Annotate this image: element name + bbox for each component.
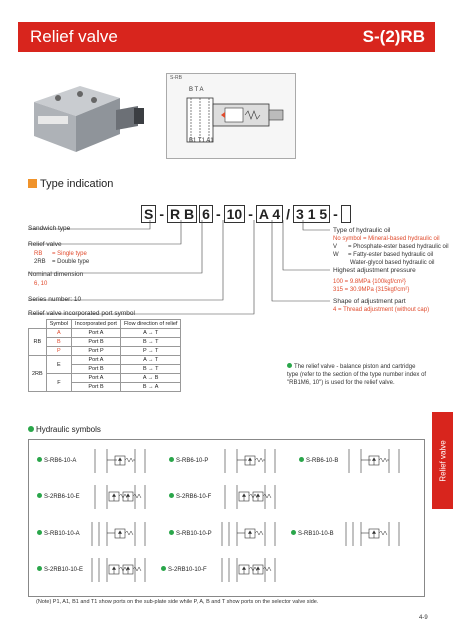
schematic-drawing bbox=[186, 97, 284, 143]
footnote: (Note) P1, A1, B1 and T1 show ports on t… bbox=[36, 599, 319, 605]
hydraulic-symbol-drawing bbox=[341, 446, 411, 476]
label-incorporated: Relief valve incorporated port symbol bbox=[28, 310, 135, 317]
code-315: 3 1 5 bbox=[293, 205, 331, 223]
type-indication-heading: Type indication bbox=[28, 178, 113, 190]
header-code: S-(2)RB bbox=[362, 27, 425, 46]
schematic-top-ports: B T A bbox=[189, 87, 204, 93]
label-2rb: 2RB bbox=[34, 259, 46, 265]
heading-square-icon bbox=[28, 179, 37, 188]
label-series: Series number: 10 bbox=[28, 296, 82, 303]
hydraulic-symbol-drawing bbox=[217, 446, 287, 476]
hyd-label: S-RB6-10-B bbox=[299, 457, 338, 464]
hydraulic-symbol-drawing bbox=[341, 519, 411, 549]
hyd-label: S-2RB10-10-E bbox=[37, 566, 83, 573]
hyd-label: S-RB10-10-A bbox=[37, 530, 80, 537]
hydraulic-symbol-drawing bbox=[87, 482, 157, 512]
hydraulic-heading: Hydraulic symbols bbox=[28, 425, 101, 434]
side-tab: Relief valve bbox=[432, 412, 453, 509]
hyd-label: S-2RB6-10-E bbox=[37, 493, 80, 500]
valve-photo bbox=[34, 86, 144, 152]
hyd-label: S-2RB10-10-F bbox=[161, 566, 207, 573]
label-p315: 315 = 30.9MPa {315kgf/cm²} bbox=[333, 287, 410, 293]
label-shape: Shape of adjustment part bbox=[333, 298, 406, 305]
hyd-label: S-RB6-10-A bbox=[37, 457, 76, 464]
schematic-bottom-ports: B1 T1 A1 bbox=[189, 138, 214, 144]
label-nominal-vals: 6, 10 bbox=[34, 281, 48, 287]
hydraulic-symbol-drawing bbox=[87, 446, 157, 476]
code-fluid bbox=[340, 205, 351, 223]
label-pressure: Highest adjustment pressure bbox=[333, 267, 416, 274]
hydraulic-symbol-drawing bbox=[217, 482, 287, 512]
relief-note: The relief valve - balance piston and ca… bbox=[287, 363, 427, 386]
label-rb: RB bbox=[34, 251, 43, 257]
hydraulic-symbol-drawing bbox=[217, 519, 287, 549]
hyd-label: S-RB10-10-B bbox=[291, 530, 334, 537]
hyd-label: S-2RB6-10-F bbox=[169, 493, 211, 500]
label-fluid-none: No symbol = Mineral-based hydraulic oil bbox=[333, 236, 440, 242]
hydraulic-symbol-drawing bbox=[87, 519, 157, 549]
sectional-schematic: S-RB B T A B1 T1 A1 bbox=[166, 73, 296, 159]
hydraulic-symbols-frame: S-RB6-10-A S-RB6-10-P S-RB6-10-B S-2RB6-… bbox=[28, 439, 425, 597]
page-number: 4-9 bbox=[419, 615, 428, 621]
label-fluid-w-desc: = Fatty-ester based hydraulic oil bbox=[348, 252, 434, 258]
port-symbol-table: Symbol Incorporated port Flow direction … bbox=[28, 319, 182, 392]
code-slash: / bbox=[286, 206, 291, 222]
label-relief: Relief valve bbox=[28, 241, 62, 248]
label-fluid-w: W bbox=[333, 252, 339, 258]
code-s: S bbox=[141, 205, 157, 223]
label-fluid-v: V bbox=[333, 244, 338, 250]
schematic-label: S-RB bbox=[170, 75, 182, 81]
label-nominal: Nominal dimension bbox=[28, 271, 84, 278]
header-title: Relief valve bbox=[30, 27, 118, 46]
bullet-dot-icon bbox=[287, 363, 292, 368]
label-2rb-desc: = Double type bbox=[52, 259, 90, 265]
table-header-symbol: Symbol bbox=[45, 319, 73, 329]
page-header: Relief valve S-(2)RB bbox=[18, 22, 435, 52]
label-shape4: 4 = Thread adjustment (without cap) bbox=[333, 307, 430, 313]
hyd-label: S-RB10-10-P bbox=[169, 530, 212, 537]
code-rb: R B bbox=[167, 205, 198, 223]
label-fluid-w-desc2: Water-glycol based hydraulic oil bbox=[350, 260, 435, 266]
label-p100: 100 = 9.8MPa {100kgf/cm²} bbox=[333, 279, 406, 285]
table-header-port: Incorporated port bbox=[71, 319, 121, 329]
code-a4: A 4 bbox=[255, 205, 284, 223]
table-header-flow: Flow direction of relief bbox=[119, 319, 182, 329]
hyd-label: S-RB6-10-P bbox=[169, 457, 208, 464]
hydraulic-symbol-drawing bbox=[87, 555, 157, 585]
label-sandwich: Sandwich type bbox=[28, 225, 71, 232]
code-6: 6 bbox=[199, 205, 213, 223]
label-fluid-v-desc: = Phosphate-ester based hydraulic oil bbox=[348, 244, 449, 250]
label-rb-desc: = Single type bbox=[52, 251, 87, 257]
bullet-dot-icon bbox=[28, 426, 34, 432]
label-fluid: Type of hydraulic oil bbox=[333, 227, 391, 234]
code-10: 10 bbox=[223, 205, 246, 223]
hydraulic-symbol-drawing bbox=[217, 555, 287, 585]
